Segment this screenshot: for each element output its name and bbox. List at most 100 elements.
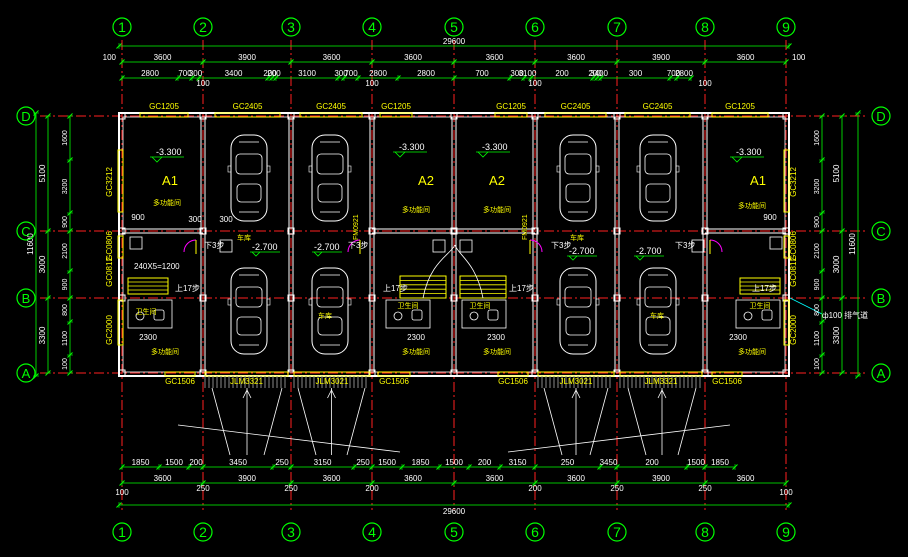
level-triangle: [731, 156, 743, 163]
ramp-line: [507, 424, 731, 453]
dim-label: 200: [555, 69, 569, 78]
pillar: [450, 369, 458, 377]
bathroom-box: [735, 299, 781, 329]
dim-label: 1850: [132, 458, 150, 467]
car-windshield: [316, 286, 344, 308]
axis-label-col: 6: [531, 19, 539, 35]
dim-label: 2800: [369, 69, 387, 78]
dim-label: 250: [275, 458, 289, 467]
stair-note-up: 上17步: [175, 284, 200, 293]
car-icon: [227, 267, 271, 355]
room-label-garage: 车库: [650, 311, 664, 320]
axis-label-row: C: [876, 224, 885, 239]
room-label: 多功能间: [738, 201, 766, 210]
small-dim: 300: [188, 215, 202, 224]
dim-label: 3600: [737, 53, 755, 62]
axis-bubble-row: [16, 221, 36, 241]
room-label-unit: A1: [162, 173, 178, 188]
car-icon: [308, 134, 352, 222]
toilet-icon: [743, 311, 753, 321]
dim-label: 100: [62, 358, 69, 370]
dim-label-edge: 100: [792, 53, 806, 62]
car-mirror: [227, 298, 232, 306]
dim-label: 3600: [567, 53, 585, 62]
dim-label: 1850: [711, 458, 729, 467]
small-dim: 900: [131, 213, 145, 222]
axis-bubble-col: [362, 17, 382, 37]
top-window-label: GC2405: [643, 102, 673, 111]
dim-label: 3600: [404, 474, 422, 483]
car-rear-window: [565, 316, 591, 336]
level-triangle: [568, 255, 578, 261]
toilet-icon: [469, 311, 479, 321]
dim-label: 300: [629, 69, 643, 78]
small-dim: 2300: [139, 333, 157, 342]
dim-label: 2800: [141, 69, 159, 78]
dim-label: 5100: [38, 164, 47, 182]
dim-label: 200: [189, 458, 203, 467]
stair-note-up: 上17步: [509, 284, 534, 293]
sink-icon: [487, 309, 499, 321]
dim-label: 3300: [38, 326, 47, 344]
dim-label-edge: 100: [103, 53, 117, 62]
shaft: [459, 239, 473, 253]
stair-note-up: 上17步: [752, 284, 777, 293]
car-mirror: [266, 165, 271, 173]
dim-label: 100: [115, 488, 129, 497]
dim-label: 3000: [38, 255, 47, 273]
axis-bubble-col: [607, 17, 627, 37]
stair-outline: [459, 275, 507, 299]
dim-label: 250: [561, 458, 575, 467]
sink-icon: [153, 309, 165, 321]
car-rear-window: [236, 183, 262, 203]
pillar: [701, 112, 709, 120]
pillar: [782, 294, 790, 302]
top-window: [299, 112, 363, 118]
sink-icon: [761, 309, 773, 321]
dim-label: 3150: [314, 458, 332, 467]
dim-label: 3450: [229, 458, 247, 467]
car-mirror: [595, 298, 600, 306]
car-body: [230, 134, 268, 222]
bottom-opening-label: GC1506: [379, 377, 409, 386]
axis-bubble-col: [193, 17, 213, 37]
top-window-label: GC1205: [149, 102, 179, 111]
axis-bubble-row: [871, 106, 891, 126]
axis-bubble-col: [776, 17, 796, 37]
stair-arrow: [422, 244, 456, 299]
dim-label: 3900: [238, 474, 256, 483]
driveway-arrow: [657, 389, 667, 399]
room-label-unit: A2: [489, 173, 505, 188]
car-windshield: [644, 286, 672, 308]
car-windshield: [316, 153, 344, 175]
pillar: [613, 294, 621, 302]
car-body: [559, 267, 597, 355]
door-swing: [183, 239, 197, 253]
dim-label: 100: [196, 79, 210, 88]
car-mirror: [347, 165, 352, 173]
details: [117, 112, 823, 456]
level-label: -2.700: [314, 242, 340, 252]
axis-label-col: 8: [701, 524, 709, 540]
top-window-label: GC1205: [381, 102, 411, 111]
dim-label: 1500: [378, 458, 396, 467]
side-window-label: GC0806: [105, 231, 114, 261]
dim-label: 3600: [737, 474, 755, 483]
car-mirror: [266, 298, 271, 306]
level-triangle: [635, 255, 645, 261]
dim-label: 2100: [814, 243, 821, 259]
small-dim: 300: [219, 215, 233, 224]
dim-label: 100: [528, 79, 542, 88]
dim-label: 3600: [404, 53, 422, 62]
car-windshield: [564, 153, 592, 175]
pillar: [782, 227, 790, 235]
fire-door-label: FM0921: [522, 214, 529, 240]
driveway-arrow: [571, 389, 581, 399]
shaft: [432, 239, 446, 253]
room-label: 多功能间: [483, 205, 511, 214]
axis-label-col: 1: [118, 524, 126, 540]
dim-label: 250: [356, 458, 370, 467]
ramp-line: [177, 424, 401, 453]
car-body: [639, 267, 677, 355]
